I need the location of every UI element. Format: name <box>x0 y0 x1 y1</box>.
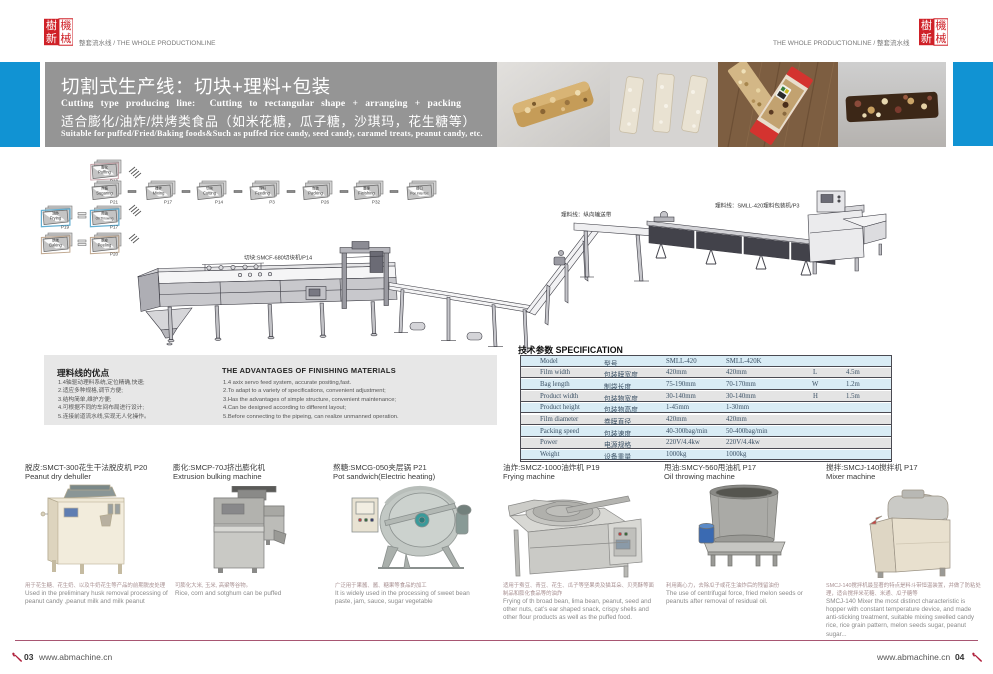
svg-text:油炸: 油炸 <box>52 211 59 216</box>
svg-text:Frying: Frying <box>50 216 62 221</box>
svg-text:P21: P21 <box>110 200 119 205</box>
svg-text:機: 機 <box>935 18 946 32</box>
svg-text:Finishing: Finishing <box>358 191 375 196</box>
svg-text:烘烤: 烘烤 <box>52 238 59 243</box>
svg-text:新: 新 <box>921 31 932 45</box>
svg-text:P17: P17 <box>164 200 173 205</box>
svg-text:包装: 包装 <box>312 186 319 191</box>
svg-text:Packing: Packing <box>308 191 323 196</box>
svg-text:P32: P32 <box>372 200 381 205</box>
svg-text:切块:SMCF-680切块机/P14: 切块:SMCF-680切块机/P14 <box>244 254 312 262</box>
svg-text:搅拌: 搅拌 <box>155 186 162 191</box>
svg-text:P20: P20 <box>110 252 119 257</box>
svg-text:機: 機 <box>60 18 71 32</box>
svg-text:整理: 整理 <box>363 186 370 191</box>
svg-text:新: 新 <box>46 31 57 45</box>
svg-text:P19: P19 <box>61 225 70 230</box>
svg-text:理料: 理料 <box>259 186 266 191</box>
svg-text:膨化: 膨化 <box>101 165 108 170</box>
svg-text:熬糖: 熬糖 <box>101 186 108 191</box>
svg-text:械: 械 <box>60 31 71 45</box>
svg-text:接口: 接口 <box>416 186 423 191</box>
svg-text:脱皮: 脱皮 <box>101 238 108 243</box>
svg-text:Sugaring: Sugaring <box>96 191 113 196</box>
svg-text:械: 械 <box>935 31 946 45</box>
svg-text:Feeding: Feeding <box>255 191 271 196</box>
svg-text:甩油: 甩油 <box>101 211 108 216</box>
svg-text:P26: P26 <box>321 200 330 205</box>
svg-text:For interfac: For interfac <box>410 192 428 196</box>
svg-text:切块: 切块 <box>206 186 213 191</box>
svg-text:Puffing: Puffing <box>98 170 111 175</box>
svg-text:P17: P17 <box>110 225 119 230</box>
svg-text:樹: 樹 <box>921 19 932 32</box>
svg-text:Cutting: Cutting <box>203 191 217 196</box>
svg-text:P3: P3 <box>269 200 275 205</box>
svg-text:Baking: Baking <box>49 243 62 248</box>
svg-text:Mixing: Mixing <box>153 191 166 196</box>
svg-text:理料线：纵向输送带: 理料线：纵向输送带 <box>561 211 612 219</box>
svg-text:Oil Throwing: Oil Throwing <box>96 217 114 221</box>
svg-text:樹: 樹 <box>46 19 57 32</box>
svg-text:理料线：SMLL-420理料包装机/P3: 理料线：SMLL-420理料包装机/P3 <box>715 202 800 210</box>
svg-text:P14: P14 <box>215 200 224 205</box>
svg-text:Peeling: Peeling <box>98 243 112 248</box>
